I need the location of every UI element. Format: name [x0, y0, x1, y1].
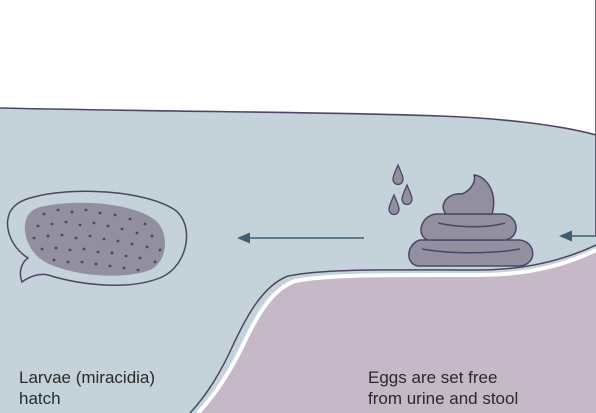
caption-eggs-line1: Eggs are set free	[368, 368, 497, 387]
egg-icon	[8, 191, 187, 285]
caption-larvae-line1: Larvae (miracidia)	[19, 368, 155, 387]
caption-eggs-set-free: Eggs are set free from urine and stool	[368, 367, 593, 409]
caption-larvae-line2: hatch	[19, 389, 61, 408]
caption-larvae-hatch: Larvae (miracidia) hatch	[19, 367, 249, 409]
caption-eggs-line2: from urine and stool	[368, 389, 518, 408]
